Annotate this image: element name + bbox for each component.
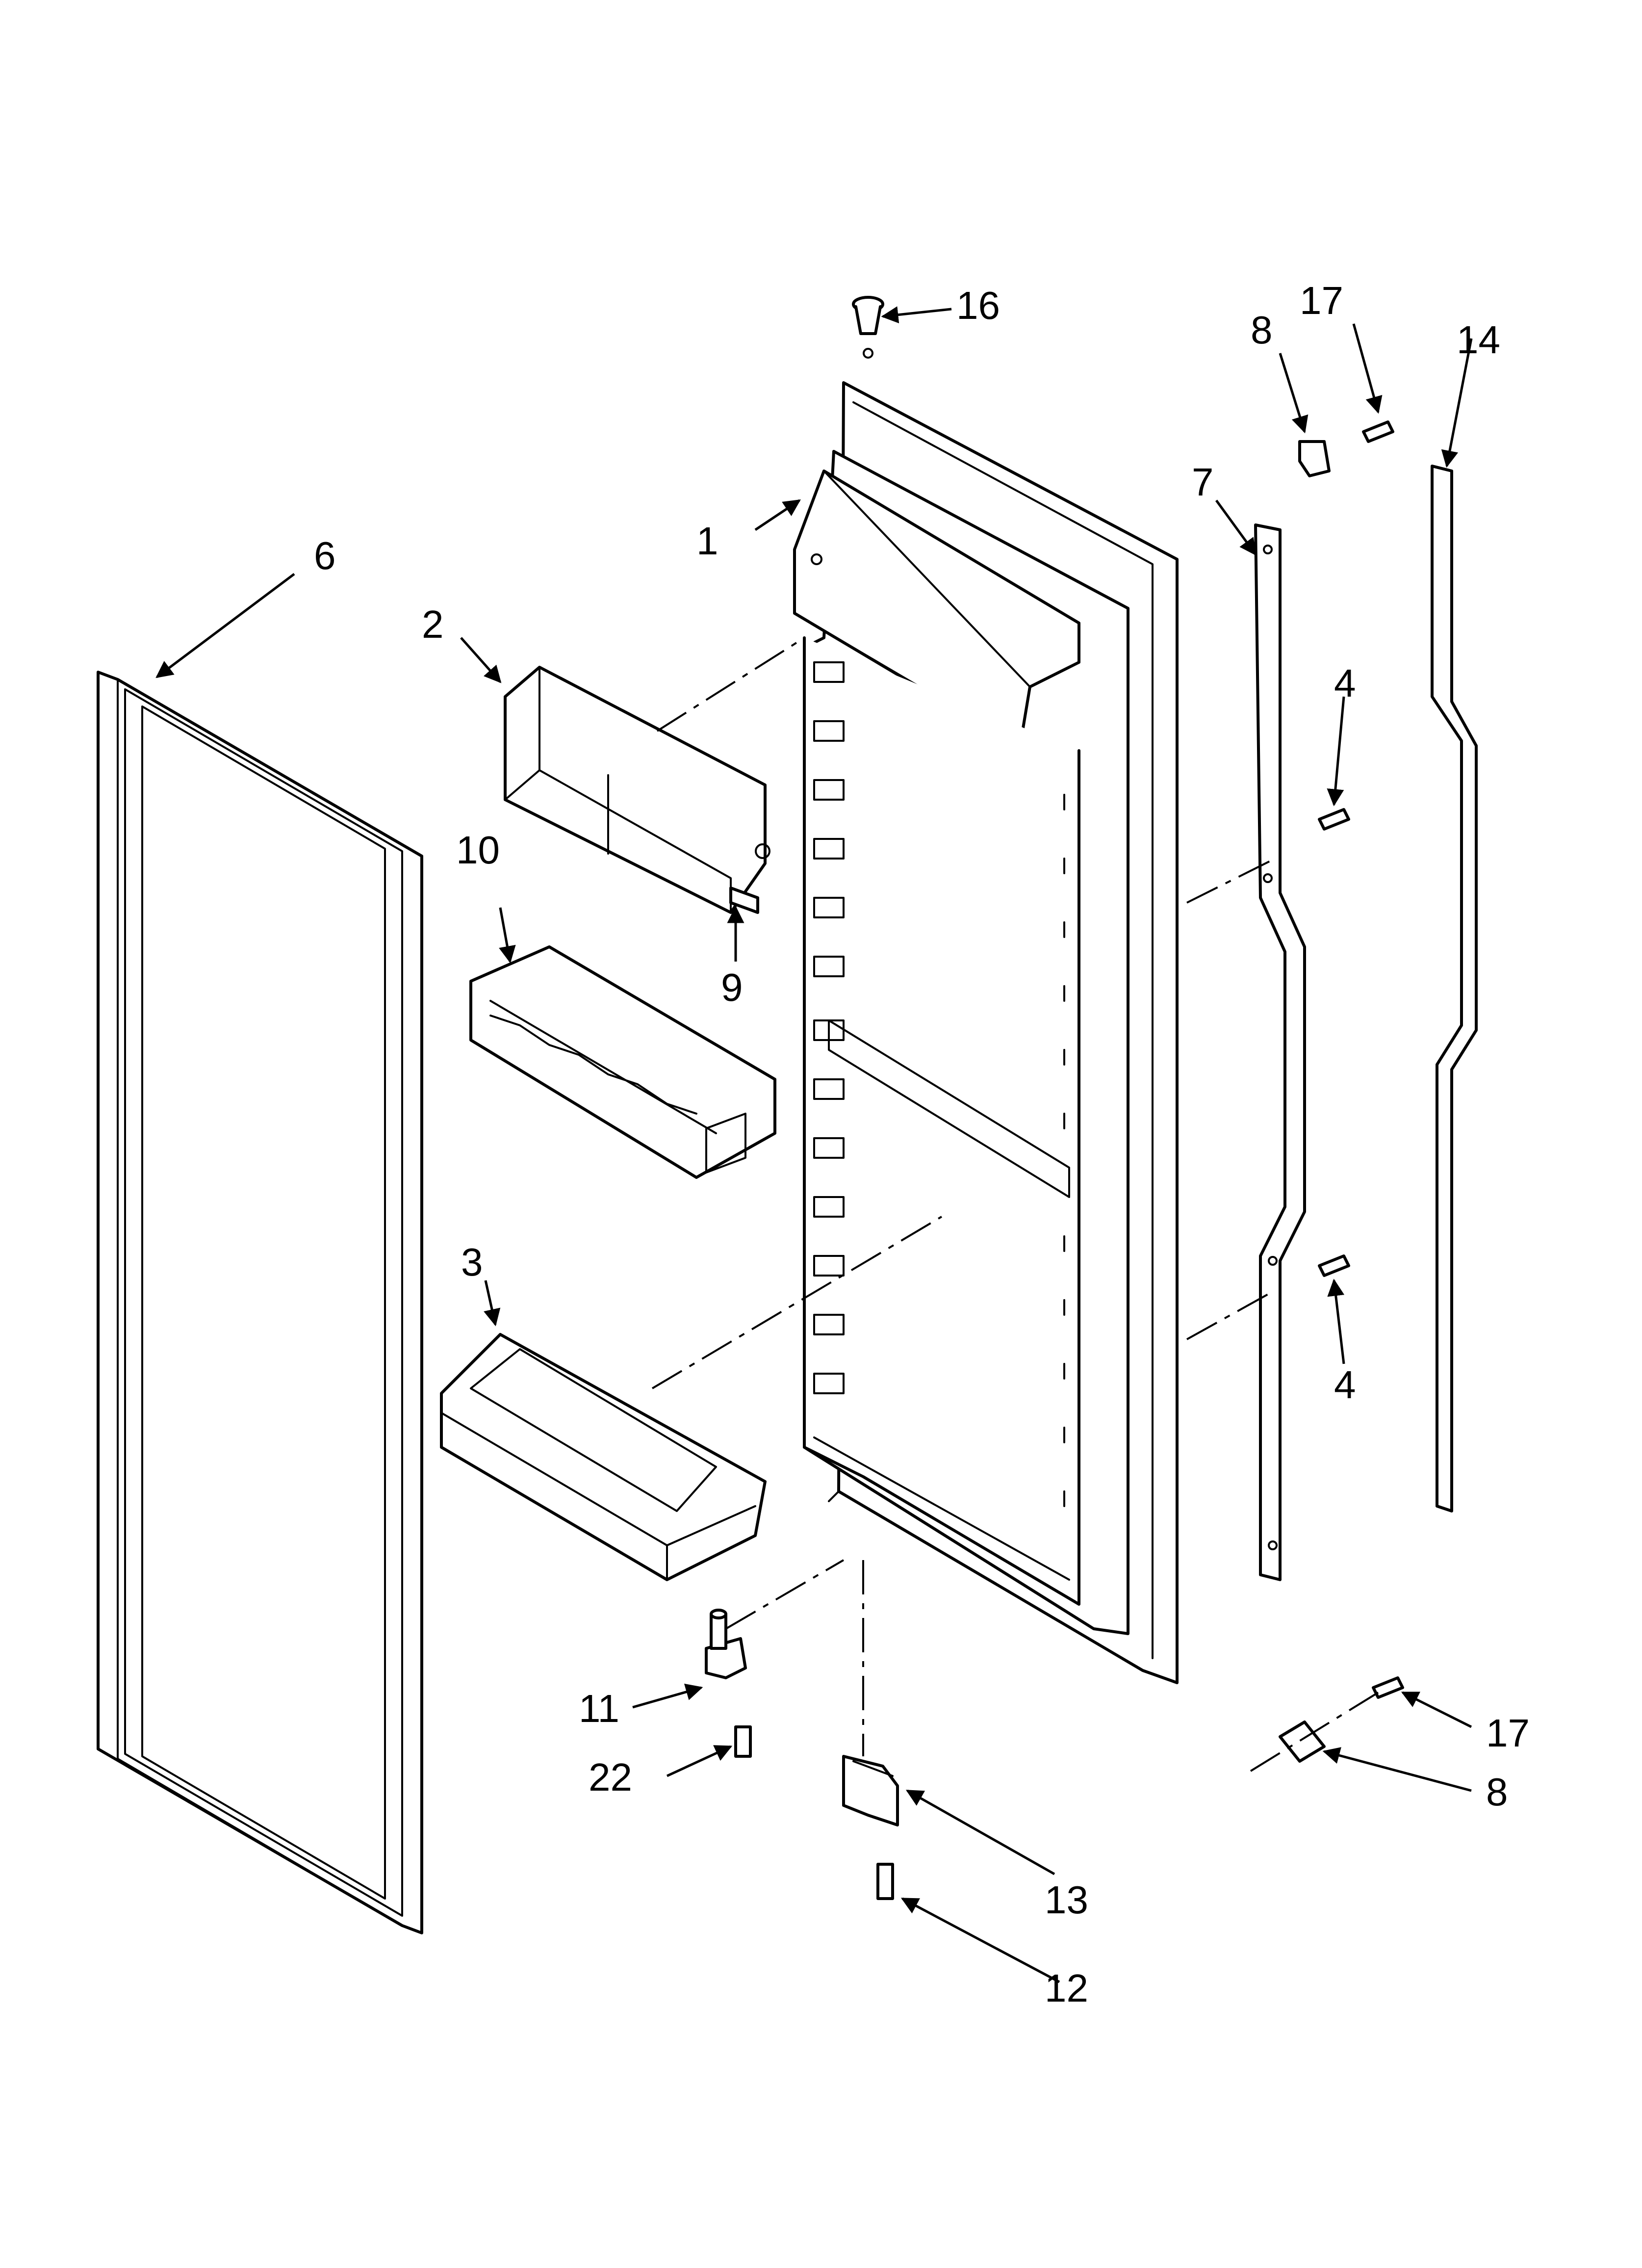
- callout-12: 12: [1045, 1966, 1088, 2010]
- callout-10: 10: [456, 828, 500, 872]
- plug-part: [852, 296, 884, 359]
- egg-tray-part: [469, 945, 776, 1179]
- screw-17-top-part: [1362, 420, 1394, 443]
- door-bin-part: [440, 1333, 767, 1581]
- callout-4-bottom: 4: [1334, 1363, 1356, 1407]
- bracket-part: [729, 886, 759, 914]
- callout-8-bottom: 8: [1486, 1770, 1508, 1814]
- callout-17-bottom: 17: [1486, 1711, 1530, 1755]
- screw-12-part: [876, 1863, 894, 1900]
- screw-4-top-part: [1318, 808, 1350, 831]
- clip-8-bottom-part: [1279, 1721, 1326, 1763]
- screw-22-part: [734, 1725, 752, 1758]
- handle-strip-part: [1254, 523, 1306, 1581]
- callout-9: 9: [721, 965, 743, 1009]
- lower-hinge-part: [842, 1755, 899, 1826]
- callout-7: 7: [1192, 460, 1214, 504]
- door-liner-part: [793, 381, 1179, 1684]
- callout-16: 16: [956, 284, 1000, 327]
- callout-11: 11: [579, 1687, 619, 1730]
- callout-1: 1: [696, 519, 718, 563]
- callout-2: 2: [422, 602, 444, 646]
- door-cover-part: [504, 666, 770, 914]
- callout-17-top: 17: [1300, 279, 1343, 322]
- callout-labels: 1 2 3 4 4 6 7 8 8 9 10 11 12 13 14 16 17…: [314, 279, 1530, 2010]
- callout-8-top: 8: [1251, 308, 1273, 352]
- trim-strip-part: [1431, 465, 1478, 1512]
- screw-17-bottom-part: [1372, 1676, 1404, 1699]
- callout-13: 13: [1045, 1878, 1088, 1922]
- callout-4-top: 4: [1334, 661, 1356, 705]
- door-gasket-part: [97, 671, 423, 1934]
- callout-6: 6: [314, 534, 336, 577]
- clip-8-top-part: [1298, 440, 1331, 477]
- screw-4-bottom-part: [1318, 1254, 1350, 1277]
- leader-arrows: [155, 306, 1473, 1983]
- callout-3: 3: [461, 1240, 483, 1284]
- hinge-pin-part: [705, 1609, 747, 1679]
- callout-14: 14: [1457, 318, 1500, 362]
- callout-22: 22: [589, 1755, 632, 1799]
- assembly-lines: [651, 637, 1379, 1772]
